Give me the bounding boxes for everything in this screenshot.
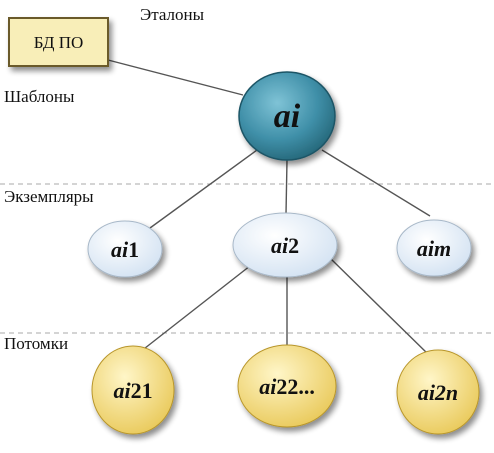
edge-root-inst2 xyxy=(285,159,288,215)
node-root-shape xyxy=(238,71,336,161)
edge-inst2-desc21 xyxy=(139,261,256,353)
node-instm-label-italic: aim xyxy=(417,236,451,261)
node-inst2-label-italic: ai xyxy=(271,233,289,258)
edge-inst2-desc2n xyxy=(329,257,431,357)
node-inst1-label-italic: ai xyxy=(111,237,129,262)
node-desc21: ai21 xyxy=(91,345,175,435)
connectors xyxy=(107,59,431,357)
node-root: ai xyxy=(238,71,336,161)
node-root-label-italic: ai xyxy=(274,98,301,135)
node-inst1-shape xyxy=(87,220,163,278)
node-desc2n: ai2n xyxy=(396,349,480,435)
node-desc2n-label: ai2n xyxy=(418,380,458,405)
node-inst1: ai1 xyxy=(87,220,163,278)
level-label-shablony: Шаблоны xyxy=(4,87,75,106)
node-inst1-label: ai1 xyxy=(111,237,139,262)
node-desc21-shape xyxy=(91,345,175,435)
node-desc21-label-suffix: 21 xyxy=(131,378,153,403)
db-box: БД ПО xyxy=(8,17,109,67)
node-desc21-label-italic: ai xyxy=(113,378,131,403)
edge-db-root xyxy=(107,59,244,96)
node-inst2-shape xyxy=(232,212,338,278)
node-instm-label: aim xyxy=(417,236,451,261)
node-instm-shape xyxy=(396,219,472,277)
node-desc22: ai22... xyxy=(237,344,337,428)
level-label-etalony: Эталоны xyxy=(140,5,205,24)
node-desc22-label: ai22... xyxy=(259,374,315,399)
node-inst2: ai2 xyxy=(232,212,338,278)
node-inst1-label-suffix: 1 xyxy=(128,237,139,262)
db-box-label: БД ПО xyxy=(34,33,84,52)
db-box-rect xyxy=(8,17,109,67)
node-desc22-shape xyxy=(237,344,337,428)
node-desc22-label-italic: ai xyxy=(259,374,277,399)
level-label-potomki: Потомки xyxy=(4,334,69,353)
edge-root-instm xyxy=(321,149,431,217)
node-root-label: ai xyxy=(274,98,301,135)
node-desc21-label: ai21 xyxy=(113,378,152,403)
node-desc2n-label-italic: ai2n xyxy=(418,380,458,405)
level-label-ekzemplyary: Экземпляры xyxy=(4,187,94,206)
node-inst2-label-suffix: 2 xyxy=(288,233,299,258)
node-instm: aim xyxy=(396,219,472,277)
node-inst2-label: ai2 xyxy=(271,233,299,258)
edge-root-inst1 xyxy=(149,149,258,229)
node-desc2n-shape xyxy=(396,349,480,435)
node-desc22-label-suffix: 22... xyxy=(276,374,315,399)
